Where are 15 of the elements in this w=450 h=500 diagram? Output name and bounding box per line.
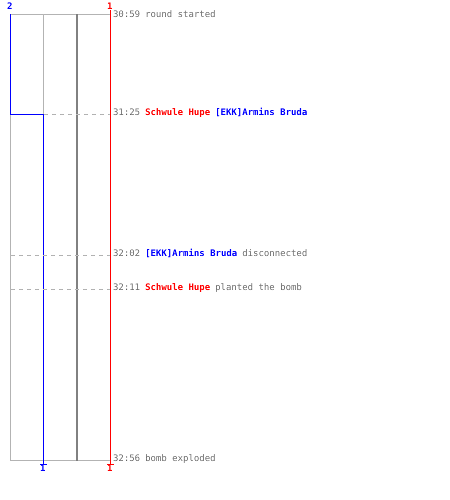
player-name: Schwule Hupe bbox=[145, 108, 210, 118]
timestamp: 30:59 bbox=[113, 10, 140, 20]
player-name: [EKK]Armins Bruda bbox=[215, 108, 308, 118]
timestamp: 32:11 bbox=[113, 283, 140, 293]
timestamp: 32:02 bbox=[113, 249, 140, 259]
player-count: 1 bbox=[107, 2, 112, 13]
event-text: disconnected bbox=[242, 249, 308, 259]
event-text: planted the bomb bbox=[215, 283, 302, 293]
player-name: Schwule Hupe bbox=[145, 283, 210, 293]
event-text: round started bbox=[145, 10, 216, 20]
timestamp: 31:25 bbox=[113, 108, 140, 118]
timestamp: 32:56 bbox=[113, 454, 140, 464]
player-count: 2 bbox=[7, 2, 12, 13]
event-text: bomb exploded bbox=[145, 454, 216, 464]
player-name: [EKK]Armins Bruda bbox=[145, 249, 238, 259]
